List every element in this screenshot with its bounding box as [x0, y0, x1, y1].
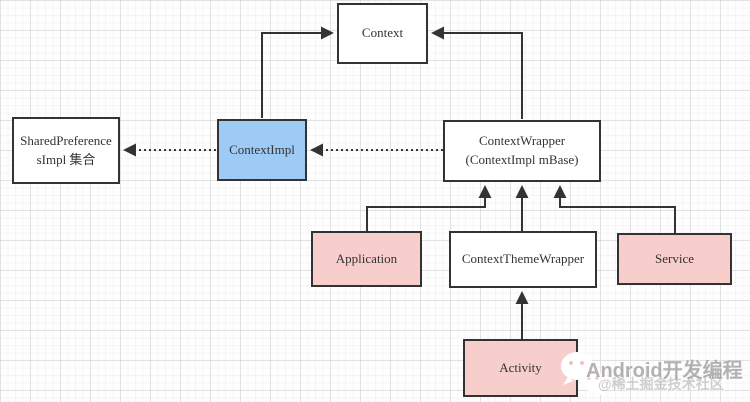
node-contextwrapper: ContextWrapper (ContextImpl mBase): [443, 120, 601, 182]
watermark-line2: @稀土掘金技术社区: [598, 376, 724, 392]
node-contextwrapper-line1: ContextWrapper: [478, 133, 566, 149]
node-application: Application: [311, 231, 422, 287]
node-contextwrapper-line2: (ContextImpl mBase): [465, 152, 579, 167]
arrow-application-to-contextwrapper: [366, 185, 492, 231]
node-activity-label: Activity: [499, 359, 542, 375]
arrow-contextwrapper-to-context: [431, 26, 523, 119]
node-sharedpreferencesimpl-line2: sImpl 集合: [36, 151, 96, 167]
arrow-service-to-contextwrapper: [553, 185, 676, 233]
watermark-line1: Android开发编程: [586, 360, 743, 382]
node-contextthemewrapper: ContextThemeWrapper: [449, 231, 597, 288]
node-sharedpreferencesimpl: SharedPreference sImpl 集合: [12, 117, 120, 184]
node-application-label: Application: [335, 250, 398, 266]
node-context-label: Context: [361, 25, 404, 41]
watermark: Android开发编程 @稀土掘金技术社区: [556, 344, 750, 402]
node-context: Context: [337, 3, 428, 64]
arrow-contextimpl-to-context: [261, 26, 334, 118]
node-service: Service: [617, 233, 732, 285]
node-contextthemewrapper-label: ContextThemeWrapper: [461, 251, 585, 267]
node-contextimpl: ContextImpl: [217, 119, 307, 181]
node-activity: Activity: [463, 339, 578, 397]
node-contextimpl-label: ContextImpl: [229, 141, 295, 157]
node-service-label: Service: [655, 250, 694, 266]
node-sharedpreferencesimpl-line1: SharedPreference: [20, 132, 112, 148]
